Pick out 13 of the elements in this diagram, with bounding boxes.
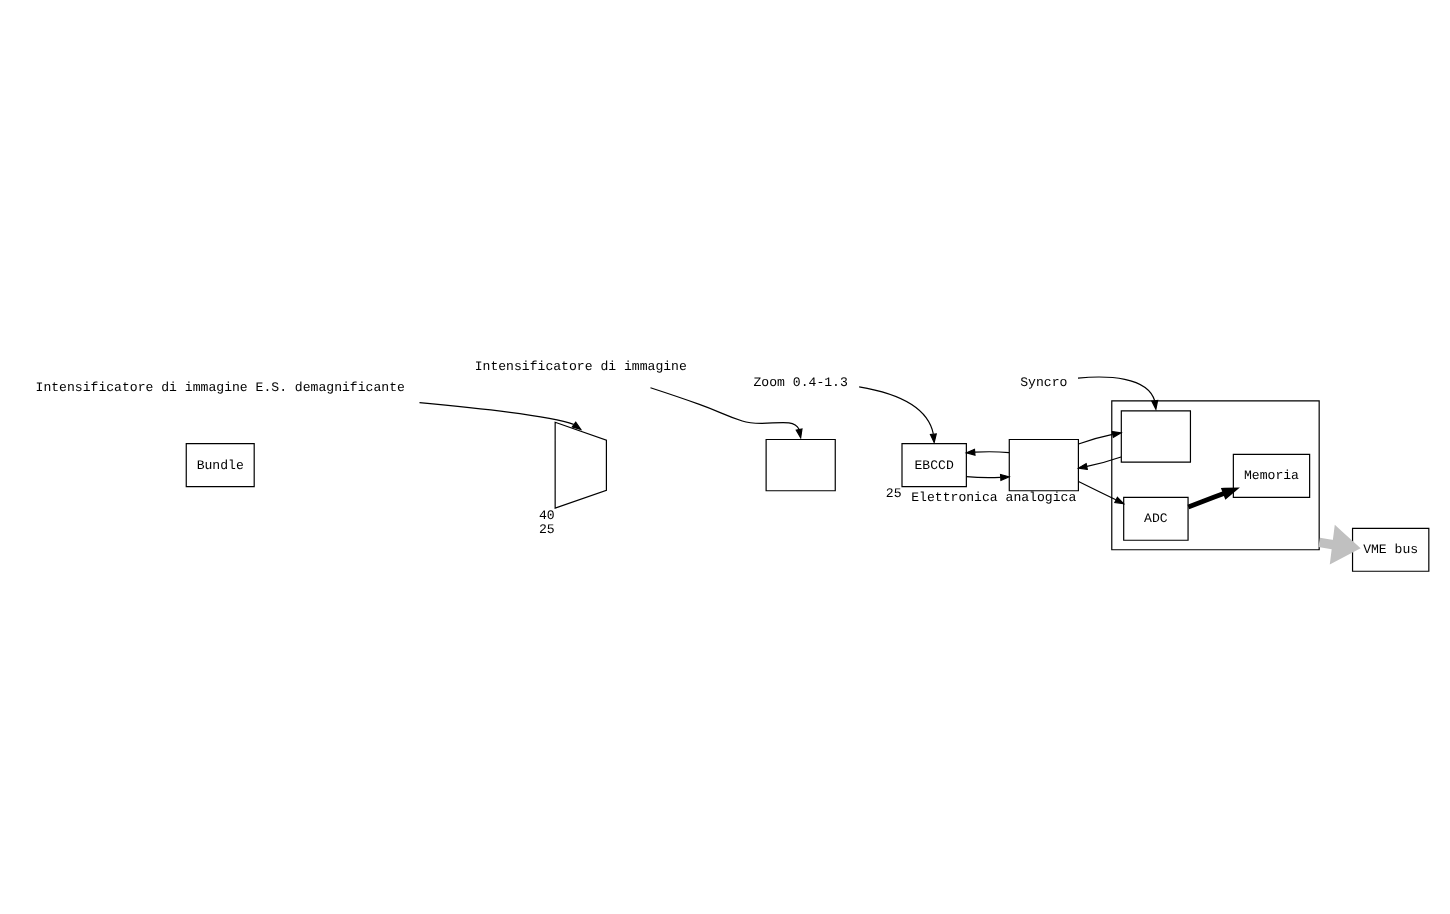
node-box	[1008, 437, 1079, 491]
arrow	[1187, 486, 1240, 509]
arrow	[1077, 429, 1123, 444]
node-box	[1120, 409, 1192, 462]
node-box	[765, 437, 836, 491]
arrow	[1077, 375, 1159, 410]
arrow	[858, 385, 938, 444]
arrow	[965, 472, 1011, 481]
arrow	[1077, 479, 1126, 504]
arrow	[964, 447, 1010, 455]
arrow	[1076, 455, 1122, 470]
arrow	[418, 401, 583, 430]
arrow	[649, 386, 803, 439]
